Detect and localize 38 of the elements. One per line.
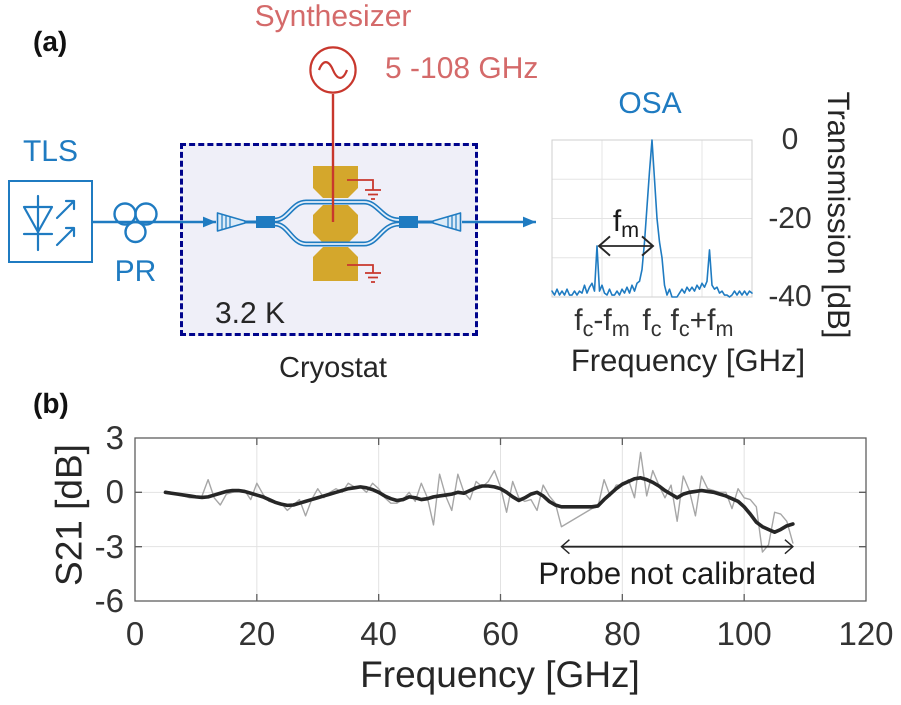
temperature-label: 3.2 K (215, 297, 286, 332)
cryostat-box (180, 143, 478, 336)
tick-label: -20 (768, 201, 812, 236)
axis-title: Frequency [GHz] (570, 343, 806, 379)
tick-label: 20 (238, 615, 276, 653)
tick-label: -3 (94, 528, 124, 566)
tick-label: 0 (126, 615, 144, 653)
arrow (462, 216, 536, 228)
tick-label: 0 (106, 473, 124, 512)
tick-label: 60 (482, 615, 519, 653)
node-label: OSA (618, 87, 682, 122)
tick-label: f$_{c}$ (642, 304, 662, 338)
tick-label: f$_{c}$-f$_{m}$ (574, 304, 630, 338)
connector-line (93, 220, 112, 224)
panel-label: (a) (33, 26, 68, 58)
tick-label: -6 (94, 582, 124, 620)
annotation-label: Probe not calibrated (538, 556, 816, 592)
frequency-range-label: 5 -108 GHz (385, 52, 538, 86)
arrow (159, 216, 216, 228)
axis-title: Frequency [GHz] (360, 654, 640, 697)
node-label: PR (114, 255, 156, 290)
tick-label: 3 (106, 419, 124, 457)
axis-title: S21 [dB] (48, 444, 91, 586)
connector-line (332, 94, 334, 165)
node-caption: Cryostat (279, 352, 387, 386)
tick-label: 100 (716, 615, 772, 653)
axis-title: Transmission [dB] (820, 92, 856, 338)
tick-label: f$_{c}$+f$_{m}$ (670, 304, 734, 338)
panel-label: (b) (33, 388, 69, 420)
node-label: Synthesizer (254, 0, 412, 34)
tick-label: 120 (838, 615, 894, 653)
annotation-label: f$_{m}$ (612, 205, 640, 240)
modulator-chip-drawing (216, 165, 462, 283)
tick-label: 80 (604, 615, 641, 653)
tick-label: -40 (768, 280, 812, 314)
node-label: TLS (22, 135, 78, 170)
tick-label: 0 (782, 122, 798, 158)
tick-label: 40 (360, 615, 398, 653)
